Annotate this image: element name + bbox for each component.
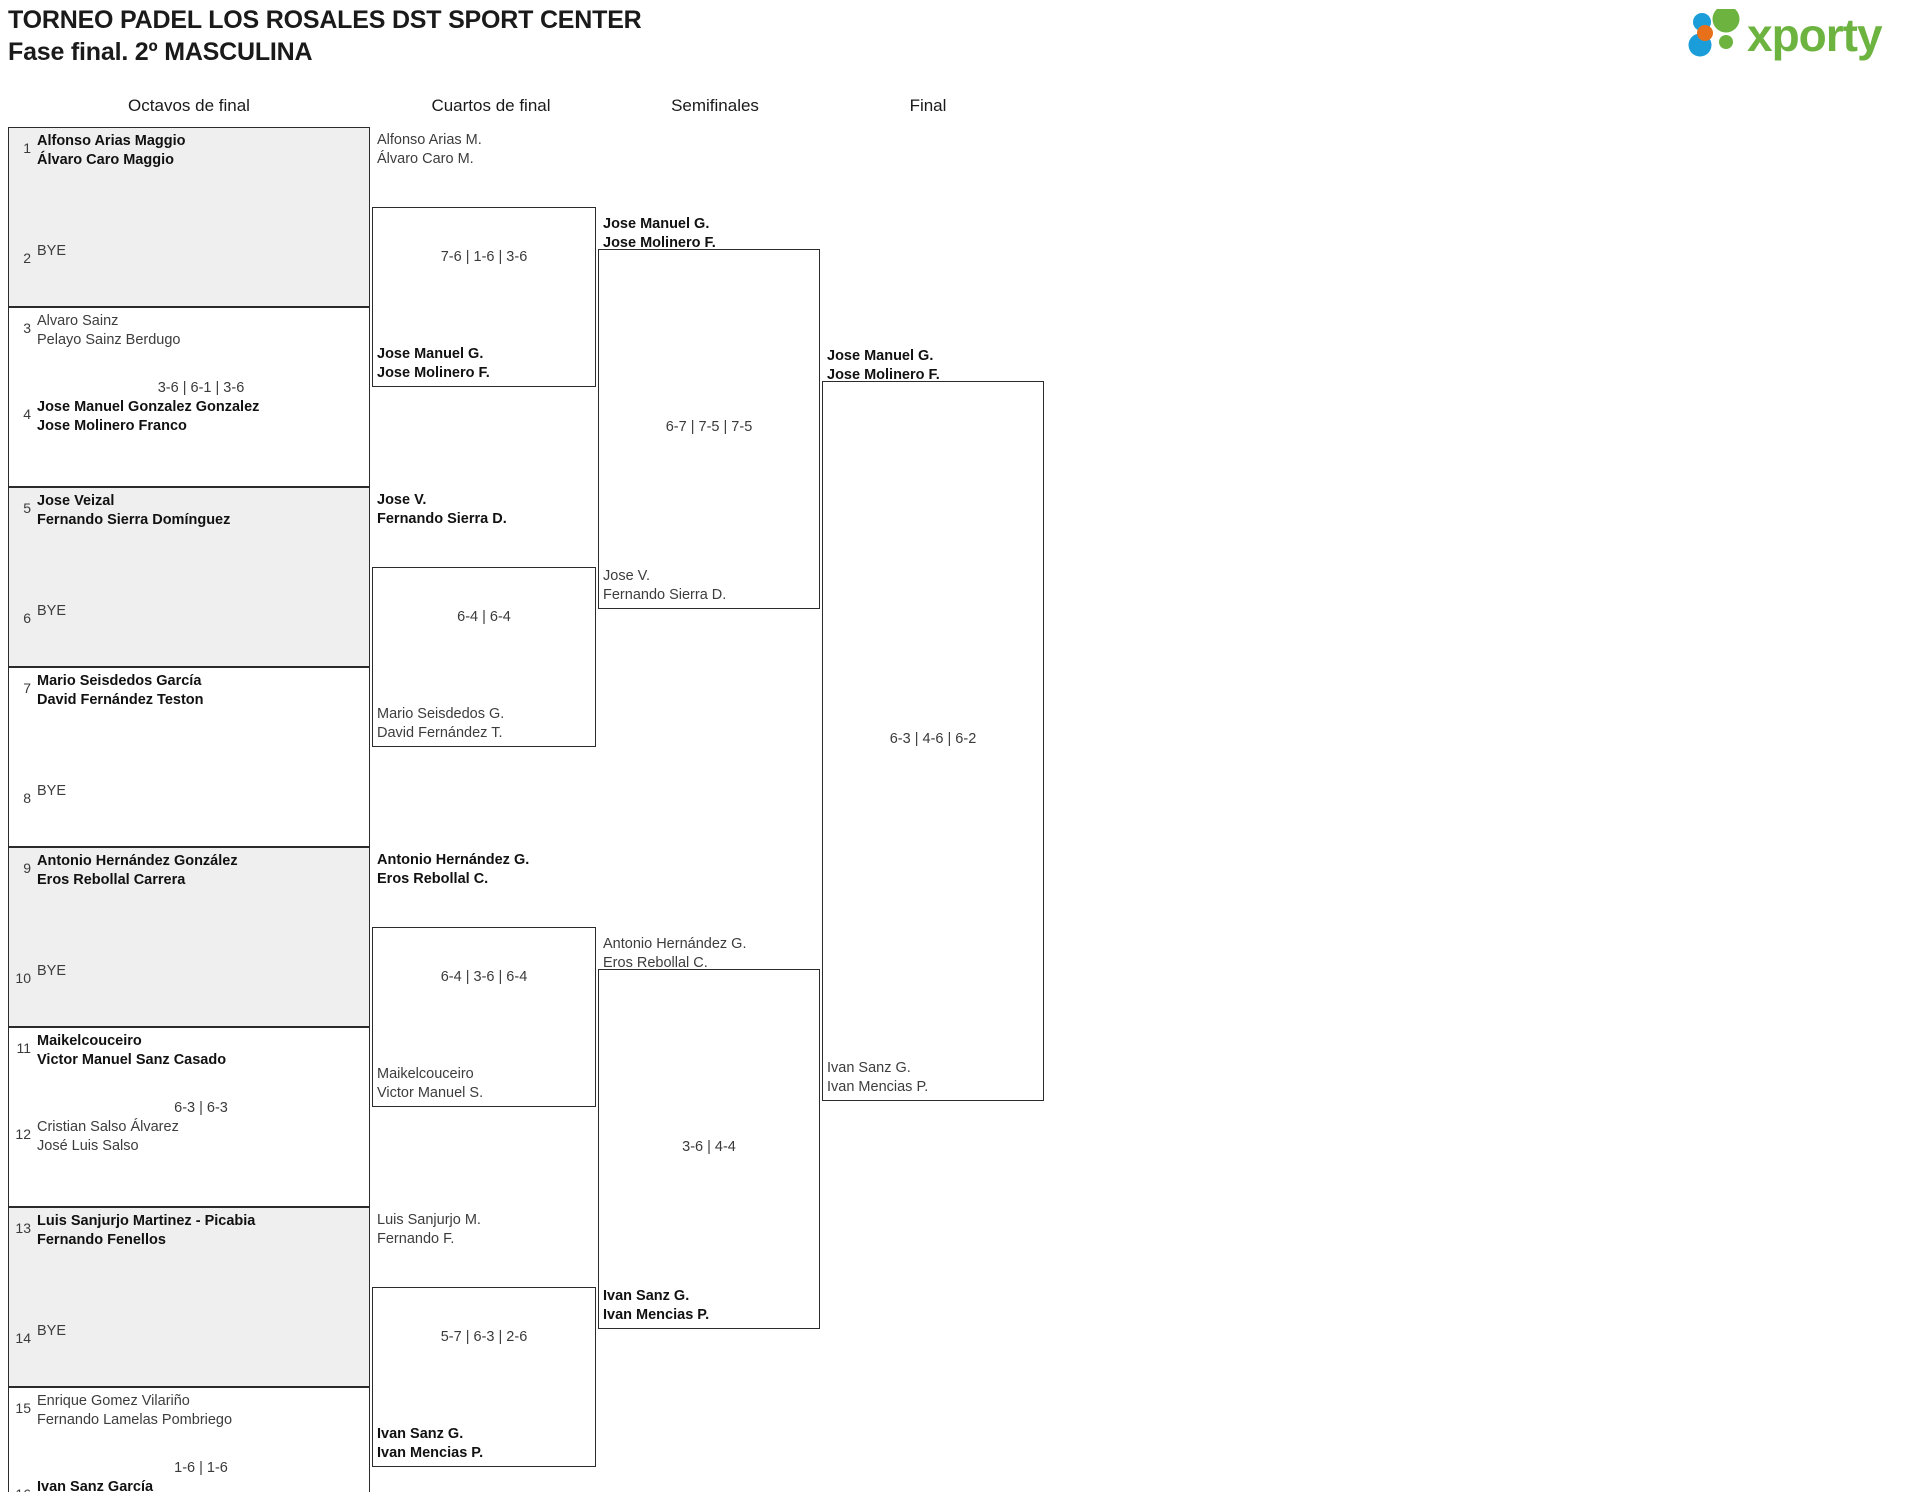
cuartos-slot-top[interactable]: Jose V.Fernando Sierra D.: [377, 492, 507, 527]
cuartos-slot-top[interactable]: Antonio Hernández G.Eros Rebollal C.: [377, 852, 530, 887]
match-score: 1-6 | 1-6: [174, 1460, 228, 1476]
seed-number: 7: [23, 680, 31, 696]
seed-number: 14: [15, 1330, 31, 1346]
xporty-logo[interactable]: xporty: [1686, 6, 1902, 64]
player-names: BYE: [37, 243, 67, 259]
cuartos-slot-top[interactable]: Luis Sanjurjo M.Fernando F.: [377, 1212, 481, 1247]
page-subtitle: Fase final. 2º MASCULINA: [8, 38, 313, 66]
match-score: 3-6 | 6-1 | 3-6: [157, 380, 245, 396]
semifinal-score: 6-7 | 7-5 | 7-5: [665, 419, 753, 435]
cuartos-match[interactable]: [372, 207, 596, 387]
semifinal-slot-top[interactable]: Jose Manuel G.Jose Molinero F.: [603, 216, 716, 251]
cuartos-slot-bottom[interactable]: Mario Seisdedos G.David Fernández T.: [377, 706, 505, 741]
seed-number: 13: [15, 1220, 31, 1236]
cuartos-match[interactable]: [372, 927, 596, 1107]
semifinal-slot-top[interactable]: Antonio Hernández G.Eros Rebollal C.: [603, 936, 747, 971]
seed-number: 1: [23, 140, 31, 156]
final-score: 6-3 | 4-6 | 6-2: [889, 731, 977, 747]
player-names: BYE: [37, 963, 67, 979]
cuartos-score: 5-7 | 6-3 | 2-6: [440, 1329, 528, 1345]
bracket-slot[interactable]: 6 BYE: [9, 600, 369, 628]
bracket-slot[interactable]: 10 BYE: [9, 960, 369, 988]
semifinal-score: 3-6 | 4-4: [682, 1139, 736, 1155]
round-header-semifinales: Semifinales: [671, 96, 759, 115]
cuartos-slot-bottom[interactable]: Jose Manuel G.Jose Molinero F.: [377, 346, 490, 381]
cuartos-match[interactable]: [372, 567, 596, 747]
semifinal-match[interactable]: [598, 249, 820, 609]
match-score: 6-3 | 6-3: [174, 1100, 228, 1116]
cuartos-score: 6-4 | 6-4: [457, 609, 511, 625]
round-header-final: Final: [909, 96, 947, 115]
seed-number: 6: [23, 610, 31, 626]
player-names: Ivan Sanz GarcíaIvan Mencias Pereiro: [37, 1479, 154, 1492]
semifinal-slot-bottom[interactable]: Ivan Sanz G.Ivan Mencias P.: [603, 1288, 710, 1323]
final-slot-bottom[interactable]: Ivan Sanz G.Ivan Mencias P.: [827, 1060, 929, 1095]
cuartos-slot-top[interactable]: Alfonso Arias M.Álvaro Caro M.: [377, 132, 482, 167]
cuartos-slot-bottom[interactable]: Ivan Sanz G.Ivan Mencias P.: [377, 1426, 484, 1461]
seed-number: 3: [23, 320, 31, 336]
bracket-slot[interactable]: 14 BYE: [9, 1320, 369, 1348]
player-names: BYE: [37, 1323, 67, 1339]
seed-number: 9: [23, 860, 31, 876]
cuartos-match[interactable]: [372, 1287, 596, 1467]
bracket-slot[interactable]: 2 BYE: [9, 240, 369, 268]
seed-number: 12: [15, 1126, 31, 1142]
bracket-slot[interactable]: 8 BYE: [9, 780, 369, 808]
bracket-slot[interactable]: 16Ivan Sanz GarcíaIvan Mencias Pereiro: [9, 1476, 369, 1492]
round-header-cuartos: Cuartos de final: [431, 96, 551, 115]
player-names: BYE: [37, 603, 67, 619]
seed-number: 2: [23, 250, 31, 266]
round-header-octavos: Octavos de final: [128, 96, 250, 115]
semifinal-match[interactable]: [598, 969, 820, 1329]
seed-number: 15: [15, 1400, 31, 1416]
seed-number: 5: [23, 500, 31, 516]
semifinal-slot-bottom[interactable]: Jose V.Fernando Sierra D.: [603, 568, 727, 603]
seed-number: 11: [16, 1040, 31, 1056]
page-title: TORNEO PADEL LOS ROSALES DST SPORT CENTE…: [8, 6, 642, 34]
final-slot-top[interactable]: Jose Manuel G.Jose Molinero F.: [827, 348, 940, 383]
cuartos-score: 7-6 | 1-6 | 3-6: [440, 249, 528, 265]
seed-number: 4: [23, 406, 31, 422]
player-names: BYE: [37, 783, 67, 799]
seed-number: 8: [23, 790, 31, 806]
page-header: TORNEO PADEL LOS ROSALES DST SPORT CENTE…: [8, 4, 642, 68]
final-match[interactable]: [822, 381, 1044, 1101]
svg-text:xporty: xporty: [1747, 9, 1883, 61]
seed-number: 16: [9, 1476, 37, 1492]
cuartos-score: 6-4 | 3-6 | 6-4: [440, 969, 528, 985]
seed-number: 10: [15, 970, 31, 986]
